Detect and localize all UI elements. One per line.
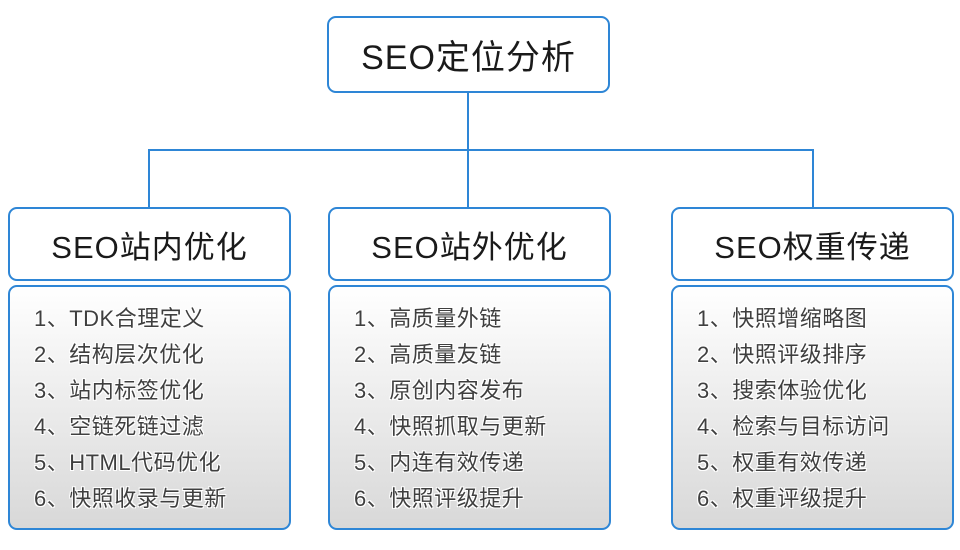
list-item: 6、快照收录与更新: [34, 486, 227, 511]
branch-weight-transfer: SEO权重传递 1、快照增缩略图 2、快照评级排序 3、搜索体验优化 4、检索与…: [671, 207, 954, 530]
branch-title-box: SEO站内优化: [8, 207, 291, 281]
root-node: SEO定位分析: [327, 16, 610, 93]
branch-list: 1、快照增缩略图 2、快照评级排序 3、搜索体验优化 4、检索与目标访问 5、权…: [671, 285, 954, 530]
branch-onsite-optimization: SEO站内优化 1、TDK合理定义 2、结构层次优化 3、站内标签优化 4、空链…: [8, 207, 291, 530]
list-item: 3、站内标签优化: [34, 378, 205, 403]
list-item: 4、检索与目标访问: [697, 414, 890, 439]
connector-horizontal: [148, 149, 814, 151]
list-item: 3、搜索体验优化: [697, 378, 868, 403]
list-item: 2、高质量友链: [354, 342, 502, 367]
connector-drop-middle: [467, 150, 469, 208]
list-item: 3、原创内容发布: [354, 378, 525, 403]
list-item: 5、HTML代码优化: [34, 450, 222, 475]
list-item: 5、权重有效传递: [697, 450, 868, 475]
list-item: 1、TDK合理定义: [34, 306, 205, 331]
branch-offsite-optimization: SEO站外优化 1、高质量外链 2、高质量友链 3、原创内容发布 4、快照抓取与…: [328, 207, 611, 530]
branch-title: SEO权重传递: [714, 229, 911, 265]
branch-title-box: SEO站外优化: [328, 207, 611, 281]
connector-drop-right: [812, 150, 814, 208]
list-item: 2、结构层次优化: [34, 342, 205, 367]
list-item: 2、快照评级排序: [697, 342, 868, 367]
list-item: 4、空链死链过滤: [34, 414, 205, 439]
branch-title: SEO站内优化: [51, 229, 248, 265]
connector-drop-left: [148, 150, 150, 208]
list-item: 4、快照抓取与更新: [354, 414, 547, 439]
root-node-label: SEO定位分析: [361, 39, 576, 77]
list-item: 1、高质量外链: [354, 306, 502, 331]
list-item: 5、内连有效传递: [354, 450, 525, 475]
list-item: 1、快照增缩略图: [697, 306, 868, 331]
branch-title-box: SEO权重传递: [671, 207, 954, 281]
branch-list: 1、TDK合理定义 2、结构层次优化 3、站内标签优化 4、空链死链过滤 5、H…: [8, 285, 291, 530]
list-item: 6、快照评级提升: [354, 486, 525, 511]
branch-list: 1、高质量外链 2、高质量友链 3、原创内容发布 4、快照抓取与更新 5、内连有…: [328, 285, 611, 530]
branch-title: SEO站外优化: [371, 229, 568, 265]
list-item: 6、权重评级提升: [697, 486, 868, 511]
connector-root-stem: [467, 93, 469, 150]
